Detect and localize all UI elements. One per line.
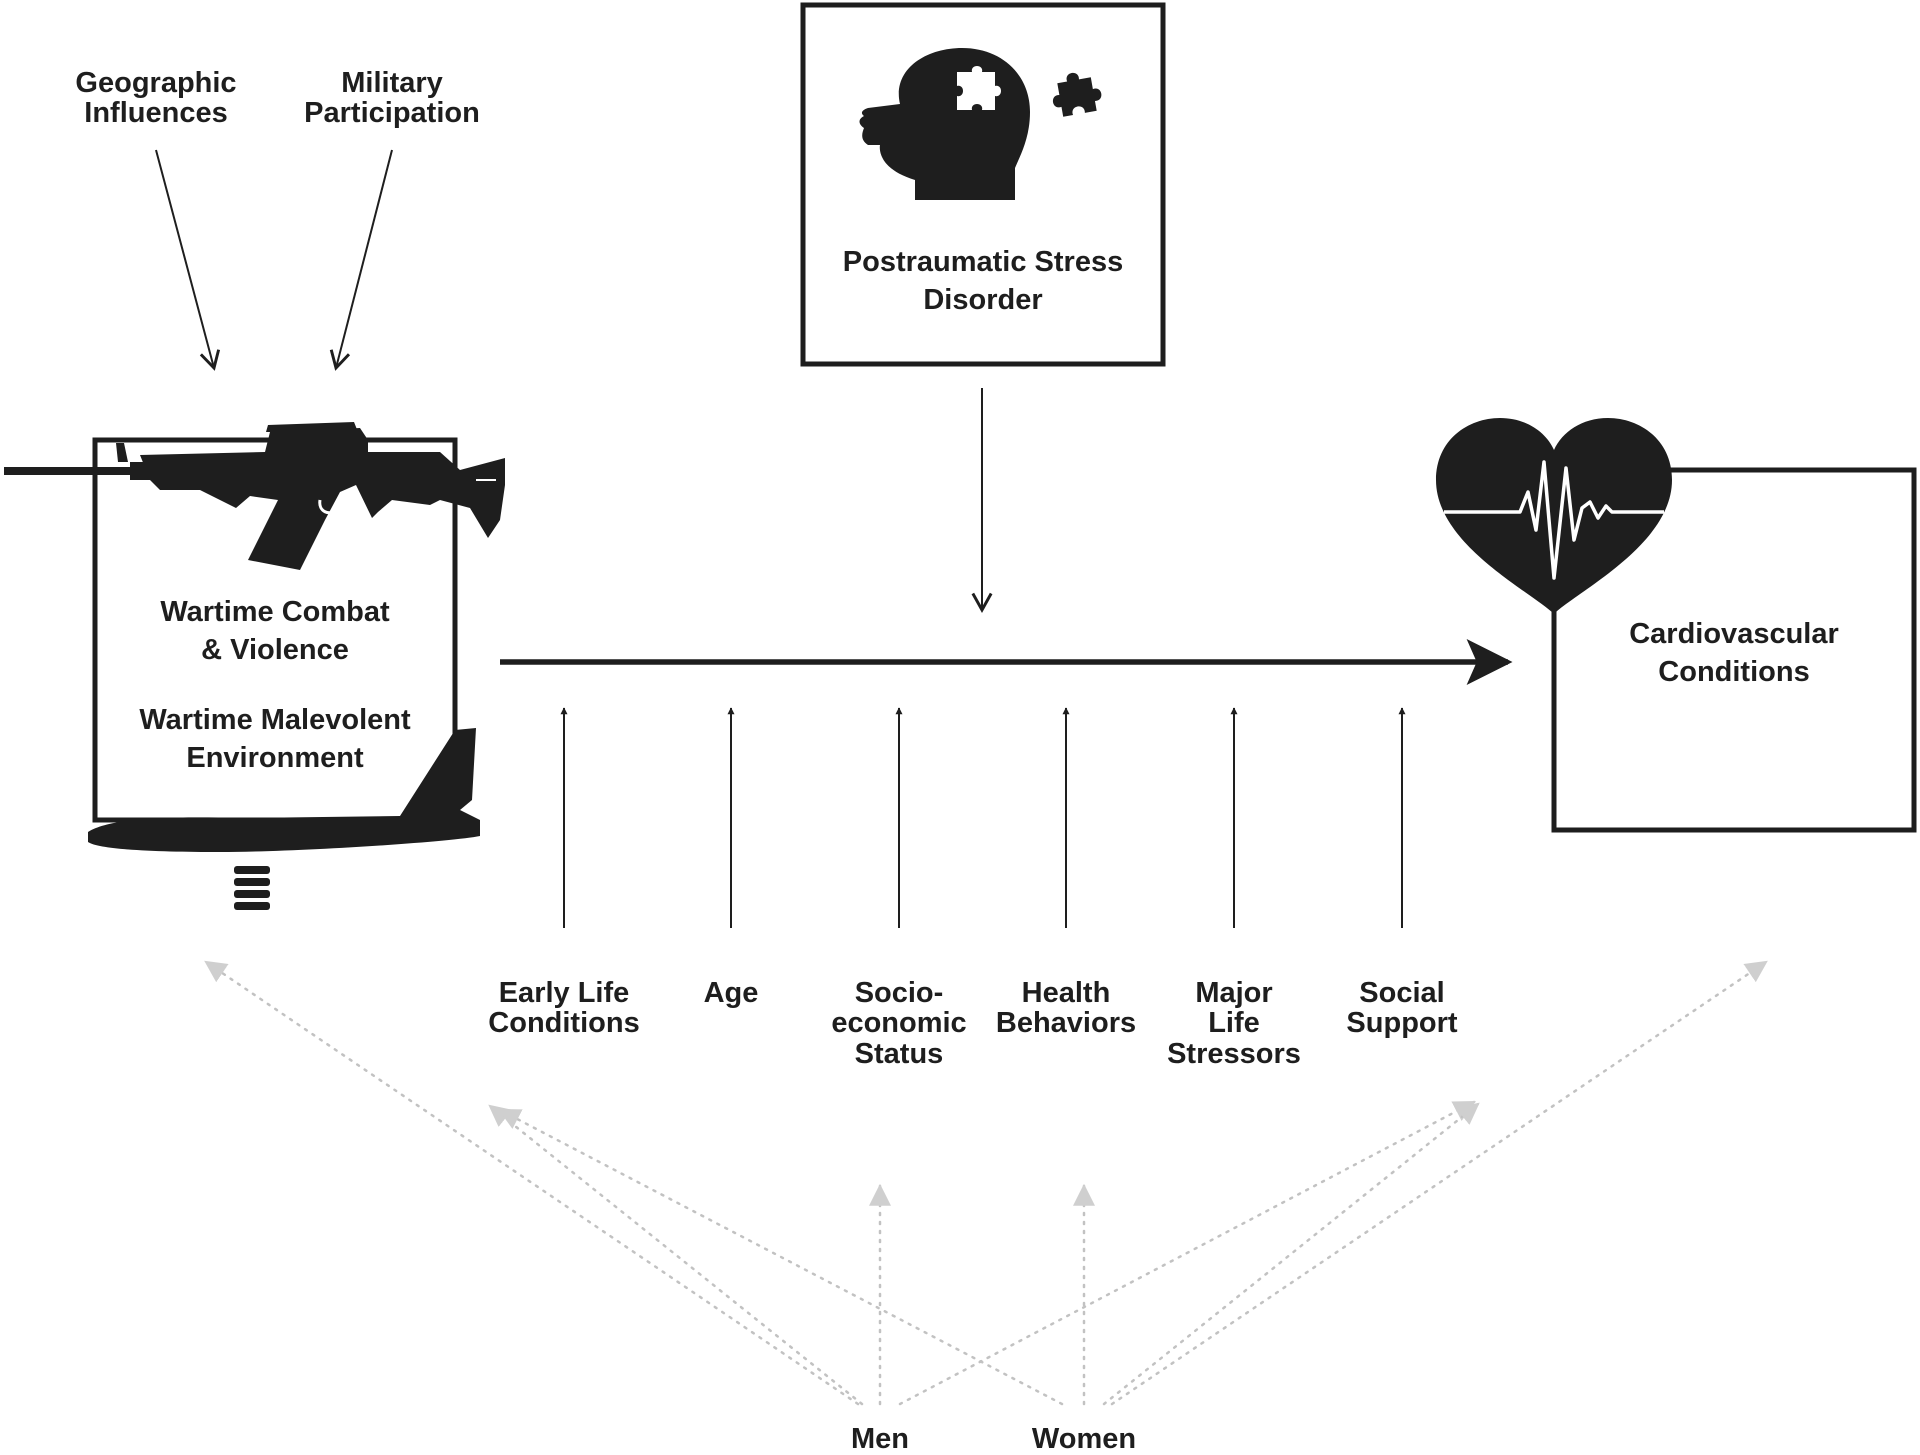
sex-group-arrows (204, 960, 1768, 1406)
women-label: Women (1031, 1423, 1137, 1455)
airplane-icon (88, 728, 480, 910)
head-puzzle-icon (859, 48, 1030, 200)
arrow-military-to-combat (329, 149, 393, 371)
heart-ecg-icon (1436, 418, 1672, 614)
dotted-arrow-men-to-combat (204, 960, 860, 1406)
cardiovascular-label: Cardiovascular Conditions (1629, 618, 1839, 688)
military-participation-label: Military Participation (304, 67, 480, 130)
ptsd-box (800, 2, 1166, 367)
dotted-arrow-men-to-right (898, 1100, 1476, 1406)
dotted-arrow-women-to-cardio (1110, 960, 1768, 1406)
dotted-arrow-men-to-moderators (488, 1104, 864, 1406)
wartime-malevolent-label: Wartime Malevolent Environment (139, 704, 411, 774)
moderator-age-label: Age (703, 977, 759, 1009)
dotted-arrow-women-to-left (498, 1108, 1064, 1406)
dotted-arrow-women-to-moderators (1102, 1102, 1480, 1406)
puzzle-piece-icon (1053, 73, 1102, 117)
moderator-health-label: Health Behaviors (995, 977, 1137, 1040)
ptsd-label: Postraumatic Stress Disorder (842, 246, 1124, 316)
geographic-influences-label: Geographic Influences (75, 67, 237, 130)
wartime-combat-label: Wartime Combat & Violence (160, 596, 390, 666)
moderator-ses-label: Socio- economic Status (831, 977, 967, 1070)
rifle-icon (4, 422, 505, 570)
arrow-geographic-to-combat (155, 149, 221, 371)
moderator-early-life-label: Early Life Conditions (488, 977, 640, 1040)
men-label: Men (851, 1423, 909, 1455)
moderator-social-label: Social Support (1346, 977, 1458, 1040)
cardio-box (1551, 467, 1917, 833)
moderator-stressors-label: Major Life Stressors (1167, 977, 1301, 1070)
